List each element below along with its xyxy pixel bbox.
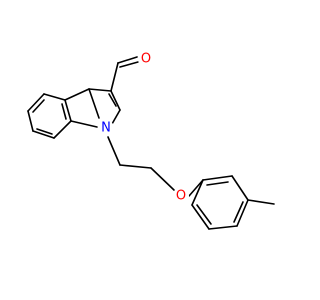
- bond-tolyl-double-1: [206, 181, 229, 186]
- bond-ch2-o: [150, 167, 175, 191]
- bond-pyrrole-double: [108, 93, 117, 107]
- bond-pyrrole-1: [64, 88, 90, 101]
- indole-nitrogen-label: N: [101, 121, 111, 136]
- bond-benzene-4: [53, 120, 72, 139]
- bond-tolyl-4: [208, 225, 238, 230]
- bond-benzene-double-2: [36, 128, 53, 135]
- bond-tolyl-3: [236, 199, 249, 227]
- bond-pyrrole-c2: [88, 88, 100, 119]
- structure-canvas: O N O: [27, 51, 275, 230]
- bond-tolyl-6: [191, 179, 204, 206]
- ether-oxygen-atom: O: [173, 188, 189, 204]
- bond-benzene-double-3: [61, 103, 67, 120]
- bond-benzene-3: [32, 130, 55, 139]
- bond-pyrrole-c2-c3: [110, 90, 121, 111]
- bond-pyrrole-n: [70, 120, 98, 128]
- bond-pyrrole-c3a: [88, 88, 112, 92]
- bond-carbonyl-1: [117, 56, 138, 64]
- bond-tolyl-5: [191, 204, 210, 230]
- bond-n-ch2: [107, 136, 121, 166]
- bond-tolyl-2: [231, 175, 249, 201]
- bond-benzene-6: [43, 93, 66, 101]
- bond-tolyl-double-2: [233, 201, 244, 223]
- bond-pyrrole-n-c2: [111, 109, 121, 125]
- bond-ch2-ch2: [119, 164, 152, 169]
- bond-benzene-2: [27, 110, 34, 132]
- bond-benzene-5: [64, 99, 72, 122]
- bond-benzene-double-1: [32, 99, 45, 113]
- atom-label-layer: O N O: [98, 51, 189, 204]
- aldehyde-oxygen-atom: O: [138, 51, 154, 67]
- bond-carbonyl-2: [119, 61, 139, 68]
- indole-nitrogen-atom: N: [98, 120, 114, 136]
- bond-layer: [27, 56, 275, 230]
- molecule-diagram: O N O: [27, 51, 275, 230]
- bond-c3-cho: [110, 62, 119, 92]
- bond-tolyl-1: [202, 175, 233, 181]
- bond-tolyl-double-3: [196, 204, 212, 225]
- bond-methyl: [247, 199, 275, 205]
- bond-o-aryl: [188, 179, 204, 197]
- bond-benzene-1: [27, 93, 45, 112]
- aldehyde-oxygen-label: O: [141, 52, 151, 67]
- ether-oxygen-label: O: [176, 189, 186, 204]
